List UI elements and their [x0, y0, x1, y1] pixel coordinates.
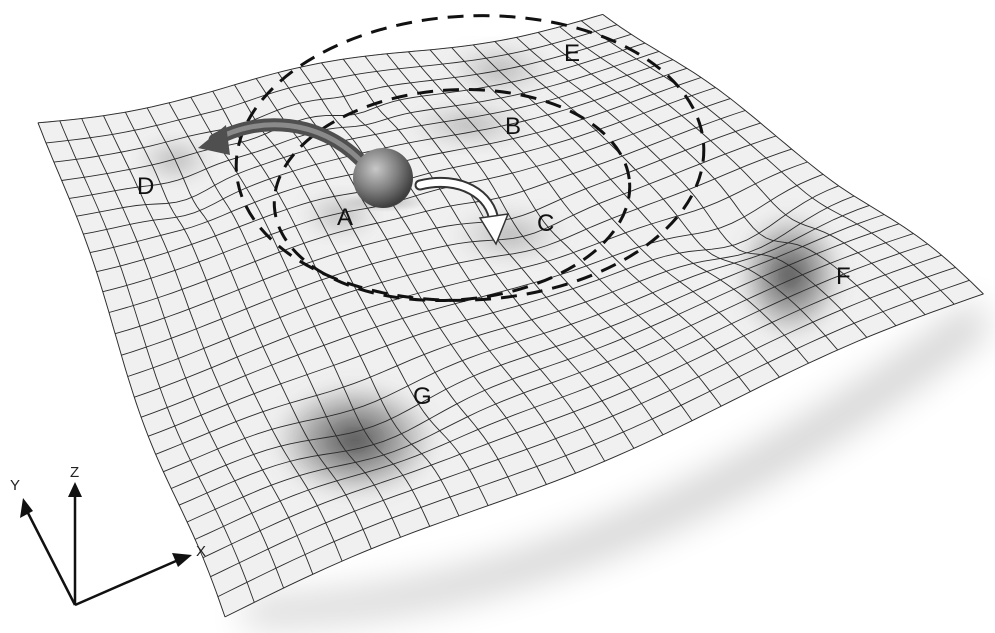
label-e: E: [564, 40, 580, 67]
axis-triad-icon: [20, 482, 192, 605]
x-axis-arrowhead: [172, 553, 192, 567]
z-axis-arrowhead: [68, 482, 82, 497]
ball-icon: [353, 148, 413, 208]
y-axis-label: Y: [10, 477, 20, 494]
x-axis-label: X: [196, 543, 206, 560]
label-g: G: [413, 383, 432, 410]
label-a: A: [337, 204, 353, 231]
label-c: C: [537, 210, 554, 237]
y-axis-arrowhead: [20, 498, 33, 518]
label-d: D: [137, 173, 154, 200]
label-b: B: [505, 113, 521, 140]
well-f-shadow: [735, 210, 845, 340]
y-axis-line: [28, 513, 75, 605]
z-axis-label: Z: [70, 464, 79, 481]
label-f: F: [836, 263, 851, 290]
x-axis-line: [75, 561, 176, 605]
surface-sheet: [38, 14, 983, 617]
